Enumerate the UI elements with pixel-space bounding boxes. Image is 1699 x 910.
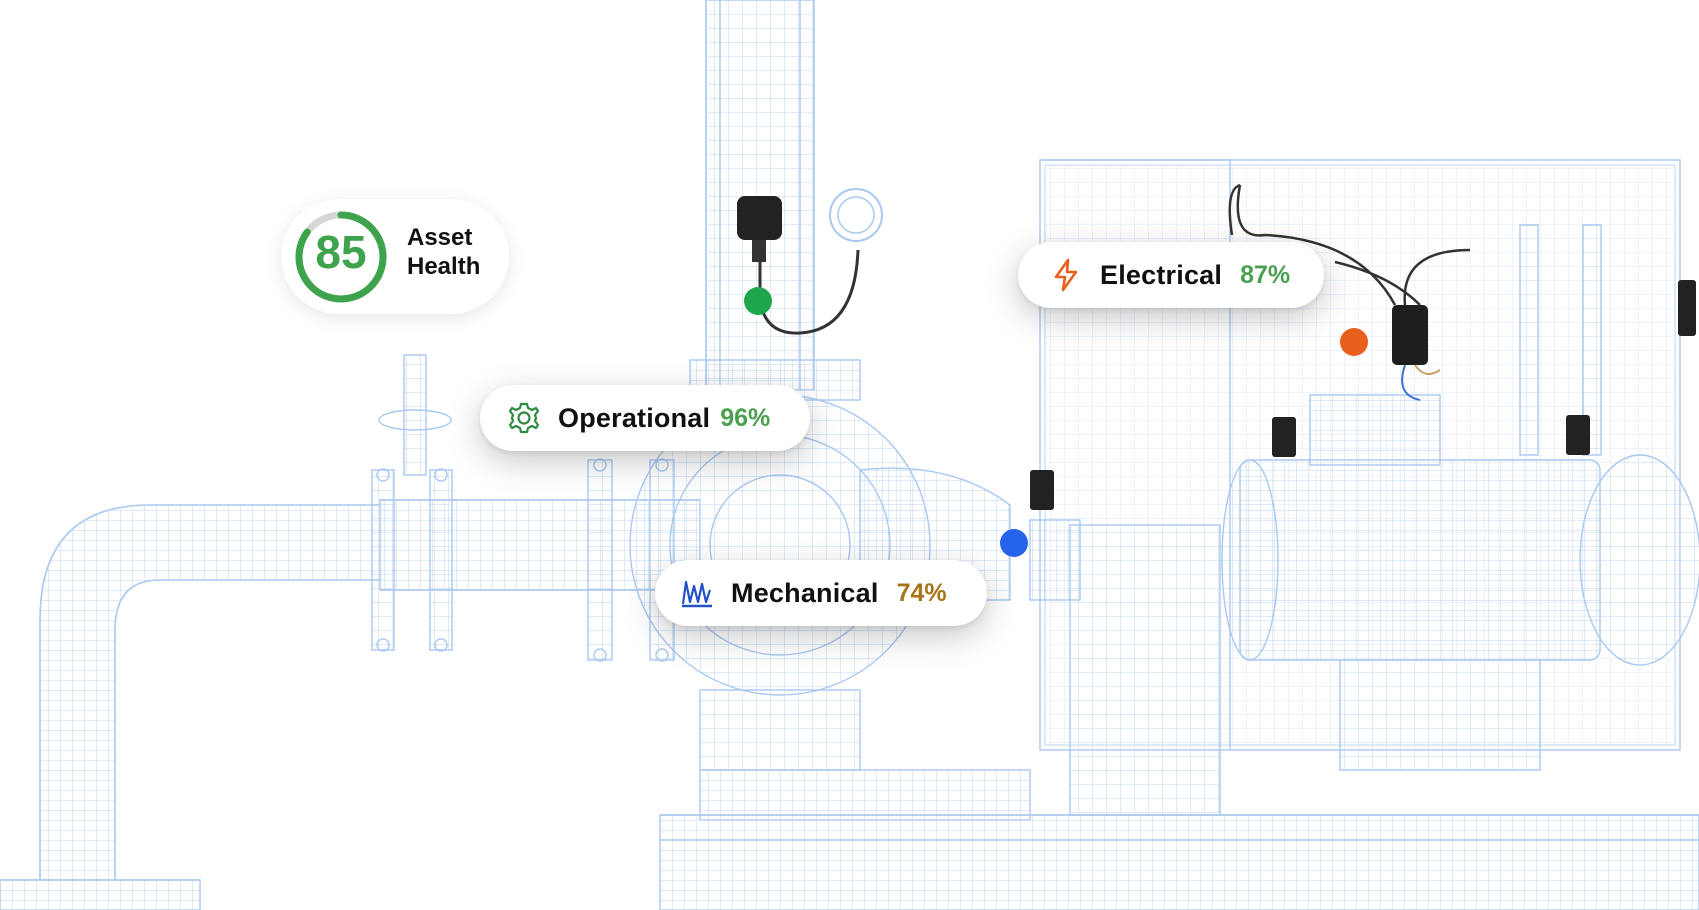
sensor-hardware	[737, 183, 1696, 510]
mechanical-label: Mechanical	[731, 577, 879, 608]
electrical-value: 87%	[1240, 260, 1291, 289]
health-score: 85	[315, 226, 367, 278]
operational-label: Operational	[558, 402, 711, 433]
waveform-icon	[679, 575, 715, 611]
operational-indicator[interactable]: Operational 96%	[480, 385, 810, 451]
gear-icon	[506, 400, 542, 436]
mechanical-value: 74%	[896, 578, 947, 607]
electrical-indicator[interactable]: Electrical 87%	[1018, 242, 1324, 308]
electrical-status-marker[interactable]	[1340, 328, 1368, 356]
mechanical-indicator[interactable]: Mechanical 74%	[655, 560, 987, 626]
electrical-label: Electrical	[1100, 259, 1223, 290]
health-label-line2: Health	[407, 253, 481, 280]
health-label-line1: Asset	[407, 224, 473, 251]
lightning-icon	[1048, 257, 1084, 293]
operational-value: 96%	[720, 403, 771, 432]
health-gauge	[295, 211, 387, 303]
operational-status-marker[interactable]	[744, 287, 772, 315]
asset-health-card: 85 Asset Health	[281, 199, 509, 314]
mechanical-status-marker[interactable]	[1000, 529, 1028, 557]
